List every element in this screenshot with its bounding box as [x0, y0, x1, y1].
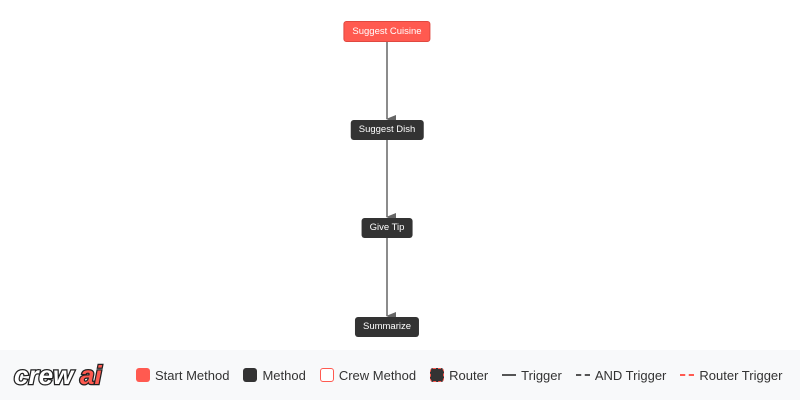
trigger-line-icon [502, 374, 517, 376]
node-summarize[interactable]: Summarize [354, 317, 420, 337]
legend-trigger: Trigger [502, 368, 562, 383]
edges [386, 42, 396, 320]
start-method-swatch [136, 368, 150, 382]
legend-router: Router [430, 368, 488, 383]
legend-router-trigger: Router Trigger [680, 368, 782, 383]
node-give-tip[interactable]: Give Tip [361, 218, 413, 238]
legend-label: Trigger [521, 367, 562, 383]
legend-label: Start Method [155, 367, 230, 383]
legend-start-method: Start Method [136, 368, 229, 383]
and-trigger-line-icon [575, 374, 590, 376]
svg-text:crew: crew [14, 360, 75, 390]
legend-crew-method: Crew Method [319, 367, 417, 383]
svg-text:ai: ai [80, 360, 102, 390]
method-swatch [243, 368, 258, 382]
router-swatch [430, 368, 445, 382]
legend-label: Router Trigger [699, 367, 783, 383]
legend-method: Method [243, 367, 306, 383]
node-suggest-dish[interactable]: Suggest Dish [350, 120, 424, 140]
crew-method-swatch [319, 368, 334, 382]
legend: Start Method Method Crew Method Router T… [136, 368, 796, 383]
node-suggest-cuisine[interactable]: Suggest Cuisine [343, 21, 431, 42]
crewai-logo: crew ai [13, 360, 104, 390]
legend-and-trigger: AND Trigger [575, 367, 667, 383]
legend-label: Router [449, 367, 489, 383]
router-trigger-line-icon [680, 374, 695, 376]
legend-bar: crew ai Start Method Method Crew Method … [0, 350, 800, 400]
legend-label: Method [262, 367, 306, 383]
legend-label: AND Trigger [594, 367, 667, 383]
legend-label: Crew Method [338, 367, 417, 383]
